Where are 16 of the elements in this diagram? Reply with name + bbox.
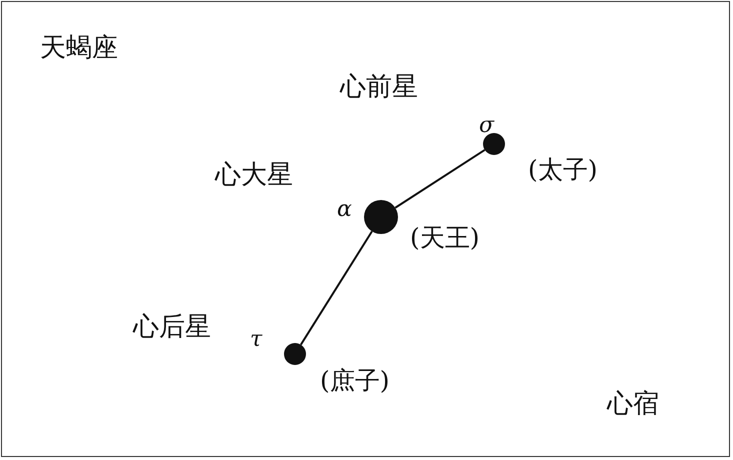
star-dot (483, 133, 505, 155)
star-name: 心大星 (215, 160, 293, 190)
star-name: (天王) (410, 224, 480, 252)
star-name: 心后星 (133, 312, 211, 342)
greek-letter: σ (479, 112, 494, 140)
connecting-line (394, 149, 486, 209)
star-name: (庶子) (320, 367, 390, 395)
greek-letter: α (337, 196, 352, 224)
star-dot (284, 343, 306, 365)
star-name: (太子) (528, 156, 598, 184)
greek-letter: τ (250, 326, 262, 354)
star-name: 心宿 (607, 389, 659, 419)
star-name: 心前星 (340, 72, 418, 102)
constellation-name: 天蝎座 (40, 33, 118, 63)
star-dot (364, 200, 398, 234)
connecting-line (300, 230, 373, 346)
